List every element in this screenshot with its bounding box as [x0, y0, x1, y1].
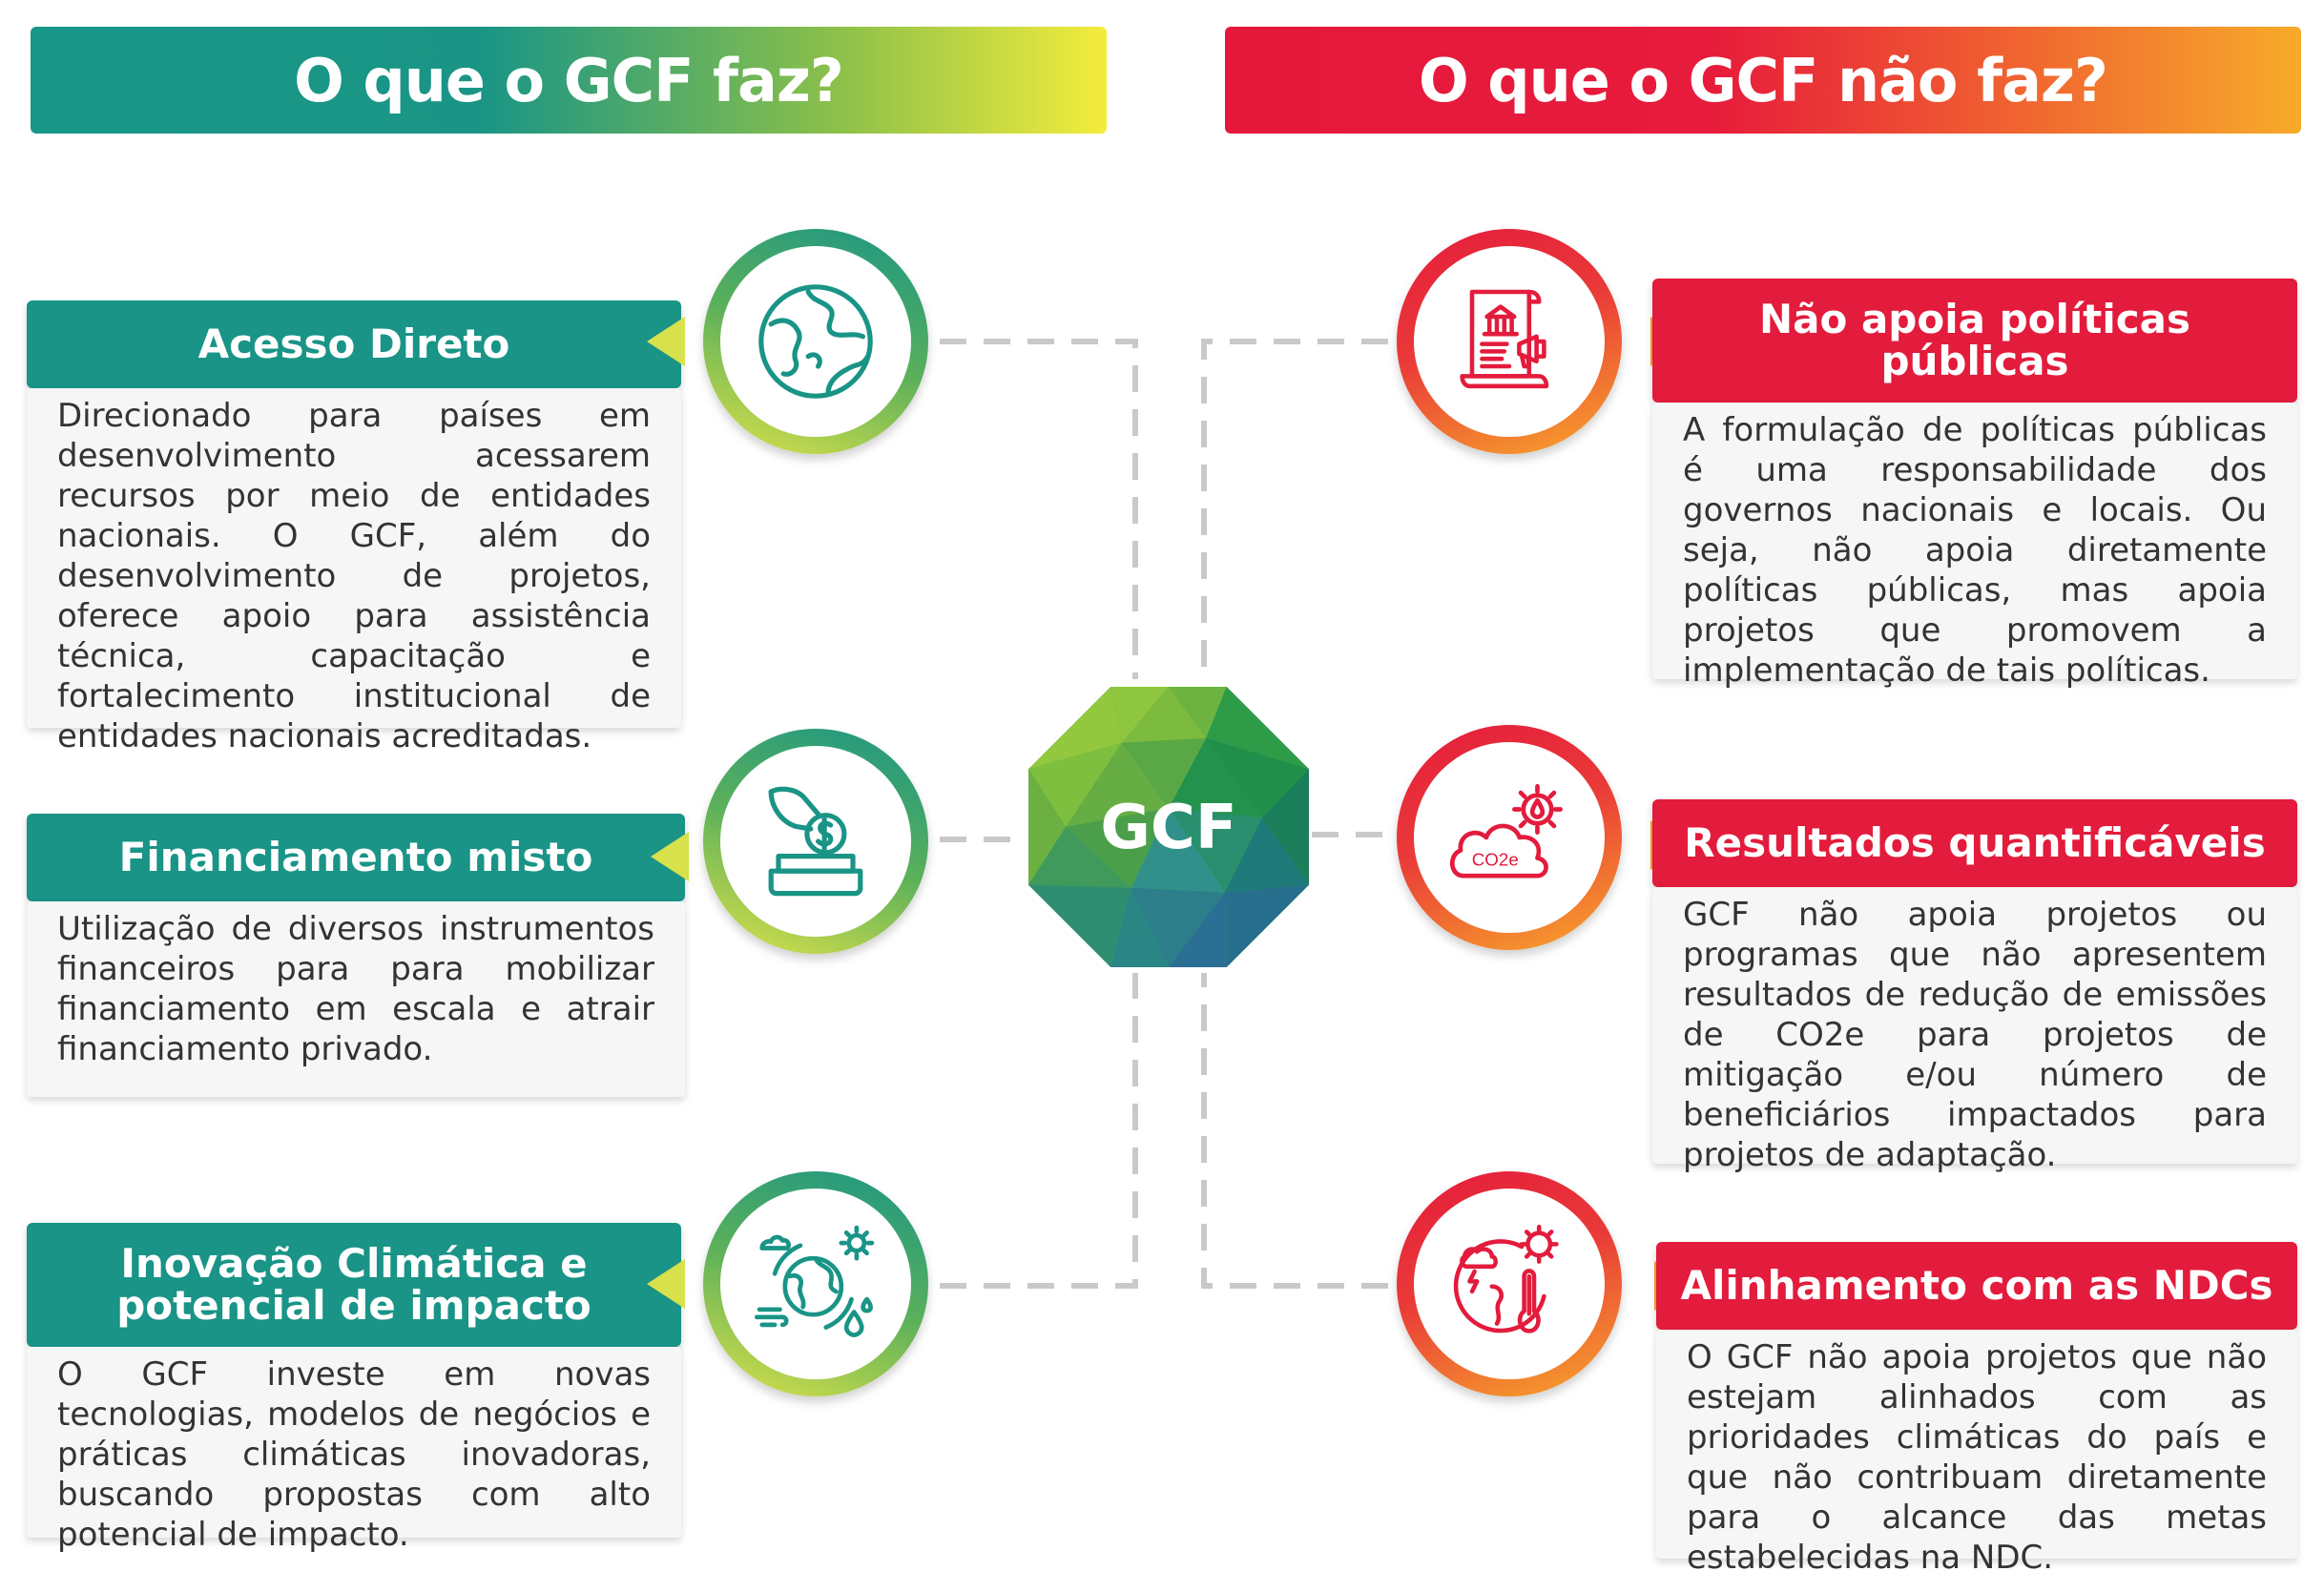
- card-title-text: Não apoia políticas públicas: [1758, 296, 2190, 384]
- gcf-sphere-icon: [1028, 687, 1309, 967]
- policy-document-icon: [1460, 289, 1549, 389]
- card-title-politicas-publicas: Não apoia políticas públicas: [1652, 279, 2297, 403]
- ring-alinhamento-ndcs: [1397, 1171, 1622, 1396]
- pointer-arrow: [647, 317, 685, 366]
- card-body-text: A formulação de políticas públicas é uma…: [1683, 411, 2267, 690]
- card-body-financiamento-misto: Utilização de diversos instrumentos fina…: [27, 901, 685, 1097]
- banner-title-right: O que o GCF não faz?: [1419, 45, 2108, 115]
- gcf-center-label: GCF: [1100, 793, 1237, 863]
- card-body-acesso-direto: Direcionado para países em desenvolvimen…: [27, 388, 681, 755]
- ring-politicas-publicas: [1397, 229, 1622, 454]
- ring-financiamento-misto: [703, 729, 928, 954]
- connector-right-top: [1201, 339, 1388, 679]
- connector-right-bottom: [1201, 973, 1388, 1289]
- card-title-alinhamento-ndcs: Alinhamento com as NDCs: [1656, 1242, 2297, 1330]
- ring-resultados-quantificaveis: CO2e: [1397, 725, 1622, 950]
- card-body-alinhamento-ndcs: O GCF não apoia projetos que não estejam…: [1656, 1330, 2297, 1577]
- co2-cloud-icon-text: CO2e: [1472, 849, 1519, 869]
- connector-left-top: [940, 339, 1138, 679]
- pointer-arrow: [647, 1259, 685, 1309]
- card-title-acesso-direto: Acesso Direto: [27, 300, 681, 388]
- card-body-inovacao-climatica: O GCF investe em novas tecnologias, mode…: [27, 1347, 681, 1554]
- climate-thermometer-icon: [1453, 1224, 1559, 1334]
- banner-what-gcf-does: O que o GCF faz?: [31, 27, 1107, 134]
- card-title-financiamento-misto: Financiamento misto: [27, 814, 685, 901]
- ring-acesso-direto: [703, 229, 928, 454]
- card-body-text: O GCF não apoia projetos que não estejam…: [1687, 1338, 2267, 1577]
- card-title-text: Financiamento misto: [118, 834, 593, 880]
- co2-cloud-icon: CO2e: [1450, 784, 1563, 879]
- card-title-text: Inovação Climática e potencial de impact…: [116, 1240, 591, 1329]
- hand-coin-icon: [768, 786, 863, 897]
- card-body-politicas-publicas: A formulação de políticas públicas é uma…: [1652, 403, 2297, 690]
- card-body-text: Direcionado para países em desenvolvimen…: [57, 397, 651, 755]
- card-title-resultados-quantificaveis: Resultados quantificáveis: [1652, 799, 2297, 887]
- ring-inovacao-climatica: [703, 1171, 928, 1396]
- card-title-text: Acesso Direto: [197, 320, 510, 367]
- card-body-text: GCF não apoia projetos ou programas que …: [1683, 896, 2267, 1174]
- connector-left-bottom: [940, 973, 1138, 1289]
- card-title-text: Resultados quantificáveis: [1684, 819, 2266, 866]
- climate-globe-icon: [755, 1225, 875, 1337]
- banner-title-left: O que o GCF faz?: [294, 45, 844, 115]
- banner-what-gcf-does-not: O que o GCF não faz?: [1225, 27, 2301, 134]
- globe-icon: [758, 284, 873, 399]
- card-title-inovacao-climatica: Inovação Climática e potencial de impact…: [27, 1223, 681, 1347]
- card-body-text: Utilização de diversos instrumentos fina…: [57, 910, 654, 1068]
- card-body-text: O GCF investe em novas tecnologias, mode…: [57, 1355, 651, 1554]
- card-title-text: Alinhamento com as NDCs: [1680, 1262, 2273, 1309]
- card-body-resultados-quantificaveis: GCF não apoia projetos ou programas que …: [1652, 887, 2297, 1174]
- pointer-arrow: [651, 832, 689, 881]
